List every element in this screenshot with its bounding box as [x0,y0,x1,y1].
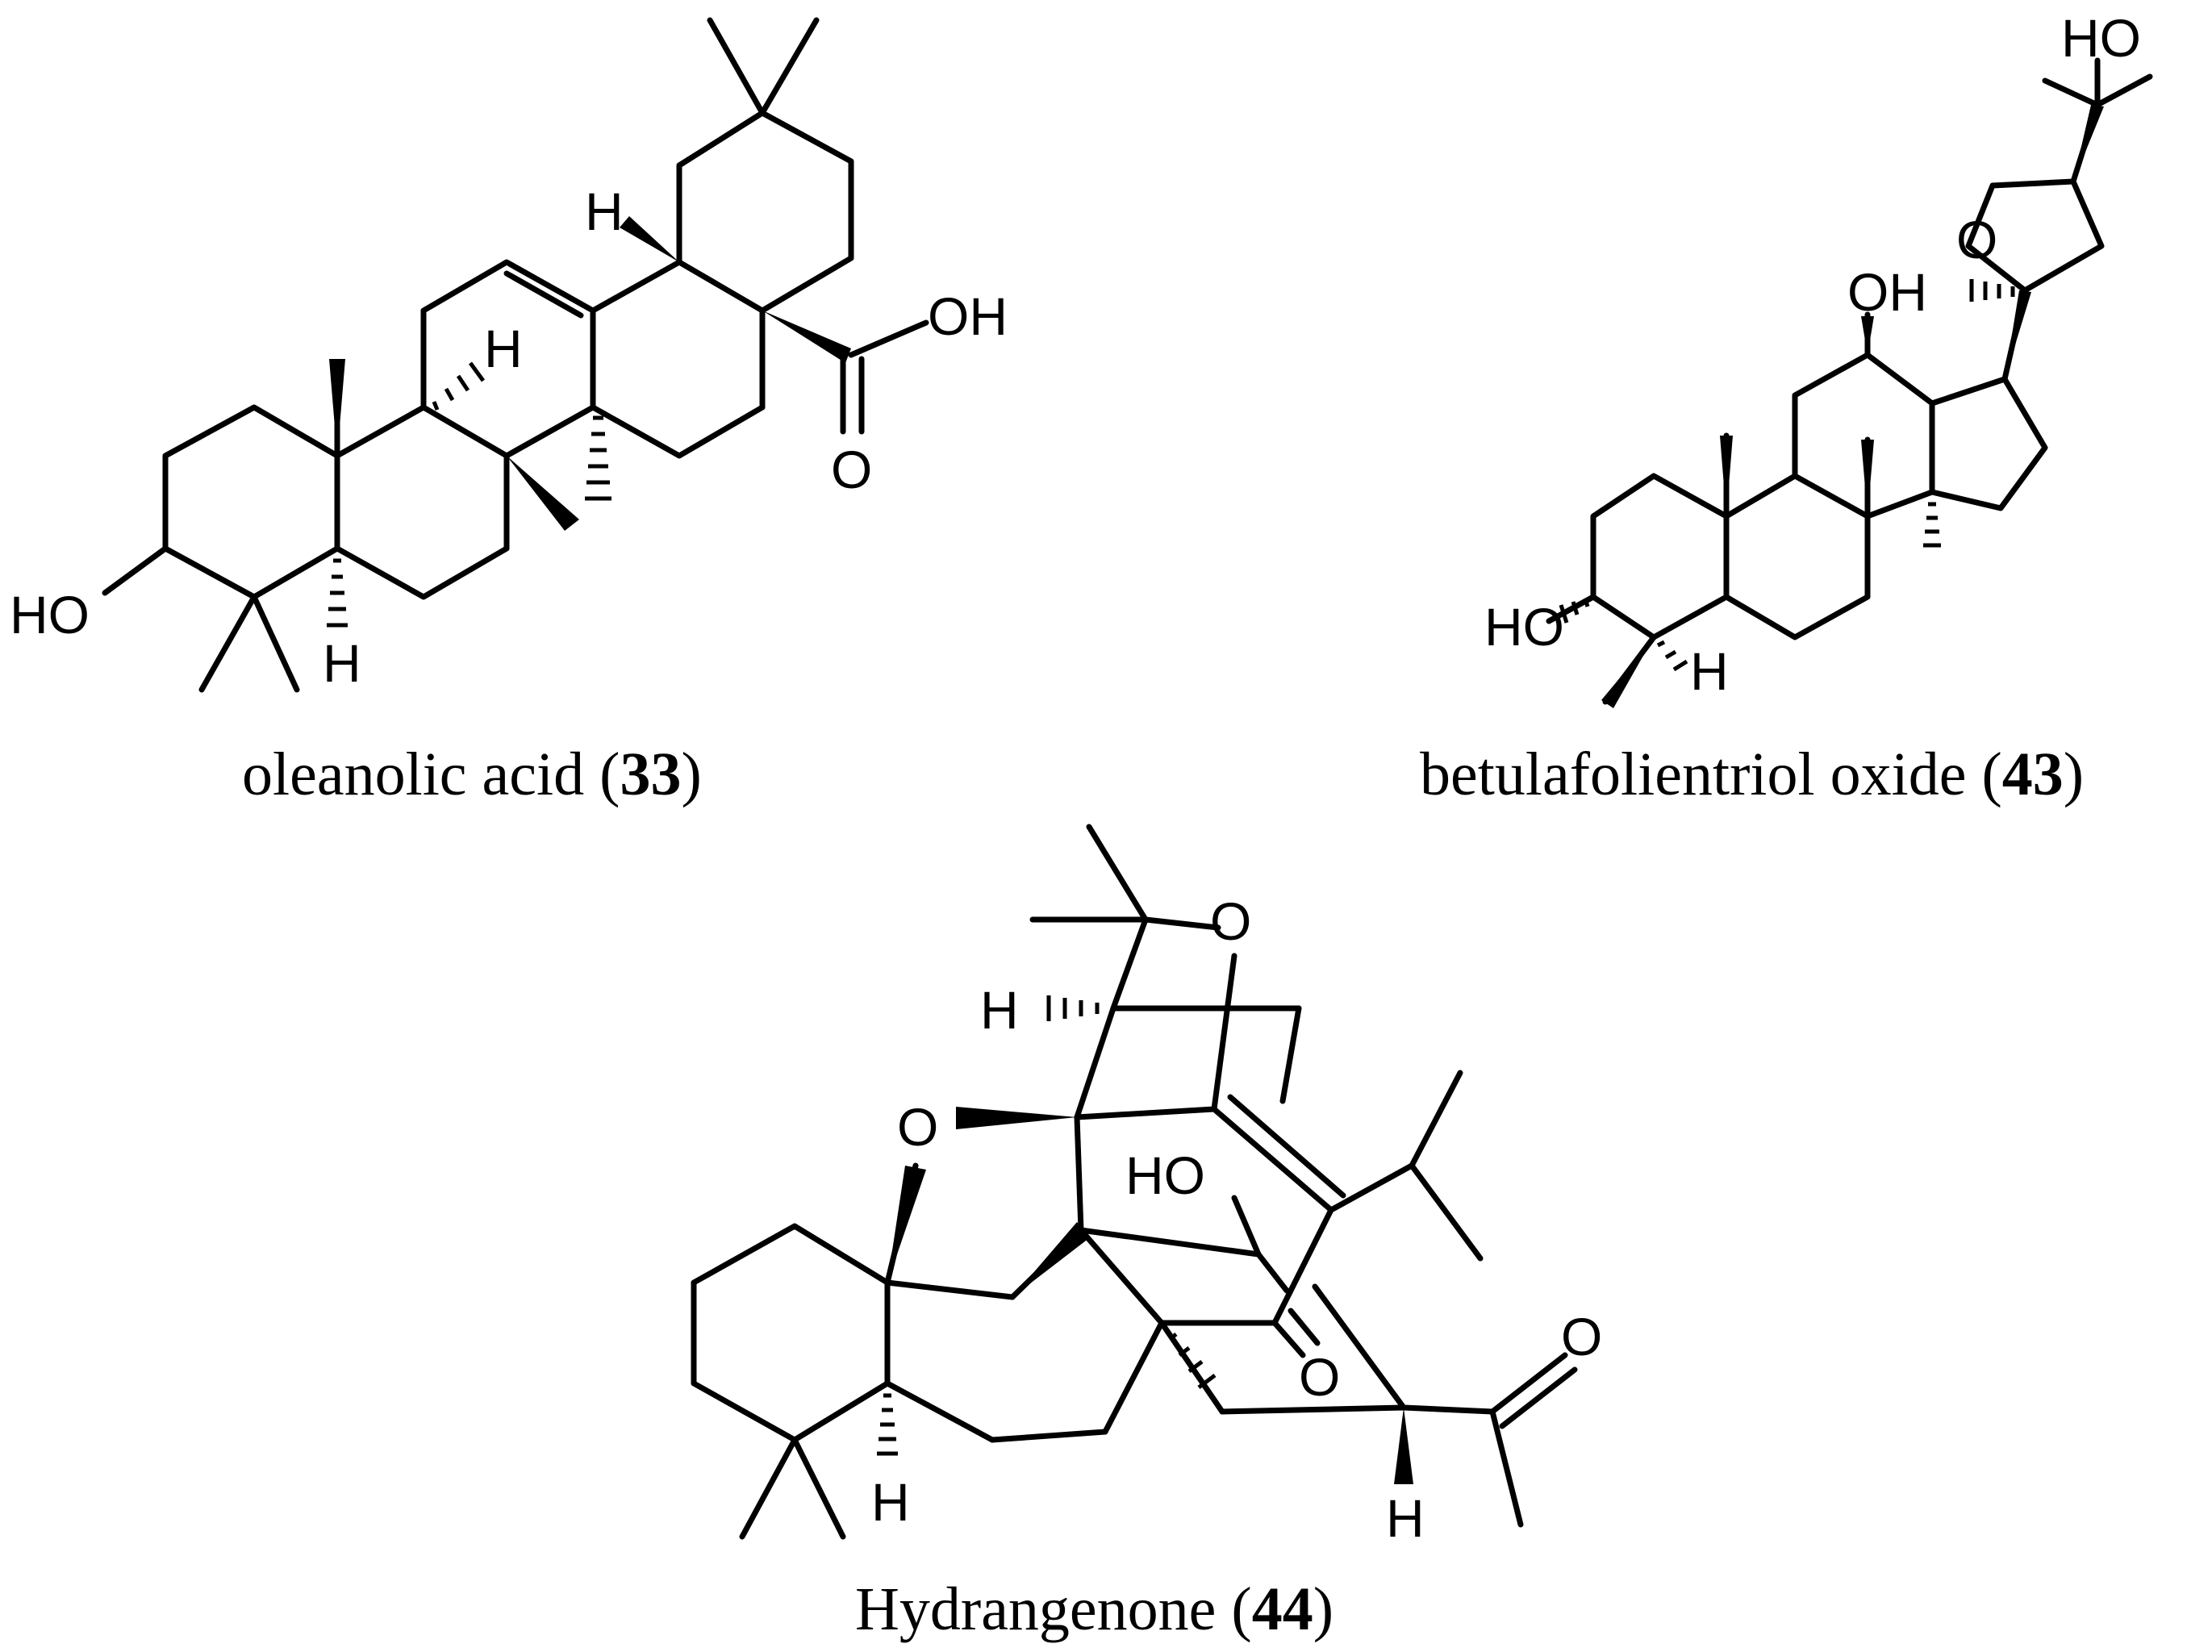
caption-hydrangenone: Hydrangenone (44) [855,1575,1333,1643]
bond-skeleton [691,824,1578,1540]
caption-oleanolic-acid: oleanolic acid (33) [242,740,702,808]
label-ho-sidechain: HO [2061,8,2141,68]
bond-skeleton [102,17,929,693]
hash-h-c5 [327,558,348,628]
label-ho-c3: HO [1484,597,1564,657]
hash-methyl-c20 [1969,279,2015,302]
label-oh: OH [928,286,1008,346]
hash-h-ring [877,1393,898,1456]
atom-labels: HO H H H OH O [10,181,1008,693]
caption-betulafolientriol-oxide: betulafolientriol oxide (43) [1420,740,2084,808]
hash-bridge [1168,1333,1217,1389]
label-h-c9: H [484,319,523,378]
label-o: O [831,440,872,499]
label-o-top: O [1210,891,1251,951]
label-oh-c12: OH [1847,262,1927,322]
label-h-c5: H [323,633,361,693]
label-h-left: H [871,1472,910,1532]
label-h-top: H [980,980,1019,1040]
label-h-c5: H [1690,641,1729,701]
molecule-betulafolientriol-oxide: HO H OH O HO betulafolientriol oxide (43… [1420,8,2153,808]
stereo-bonds [327,216,851,628]
hash-methyl-c14 [1923,502,1941,548]
molecule-oleanolic-acid: HO H H H OH O oleanolic acid (33) [10,17,1008,808]
label-ho-cooh: HO [1125,1145,1205,1205]
hash-c3 [1559,598,1590,624]
label-h-c18: H [585,181,624,241]
bond-skeleton [1546,57,2153,705]
label-ho: HO [10,585,90,645]
molecule-hydrangenone: O H O HO O O H H Hydrangenone (44) [691,824,1602,1643]
hash-methyl-c14 [585,415,611,501]
stereo-bonds [877,995,1413,1484]
label-o-ketone: O [1299,1347,1340,1407]
atom-labels: HO H OH O HO [1484,8,2141,701]
stereo-bonds [1559,105,2104,708]
hash-h-c9 [432,361,486,411]
label-o-acetyl: O [1561,1307,1602,1366]
hash-h-top [1046,995,1100,1021]
label-h-right: H [1386,1488,1425,1548]
label-o-left: O [897,1097,938,1157]
hash-h-c5 [1656,640,1688,672]
label-o-thf: O [1956,210,1997,269]
atom-labels: O H O HO O O H H [871,891,1602,1548]
